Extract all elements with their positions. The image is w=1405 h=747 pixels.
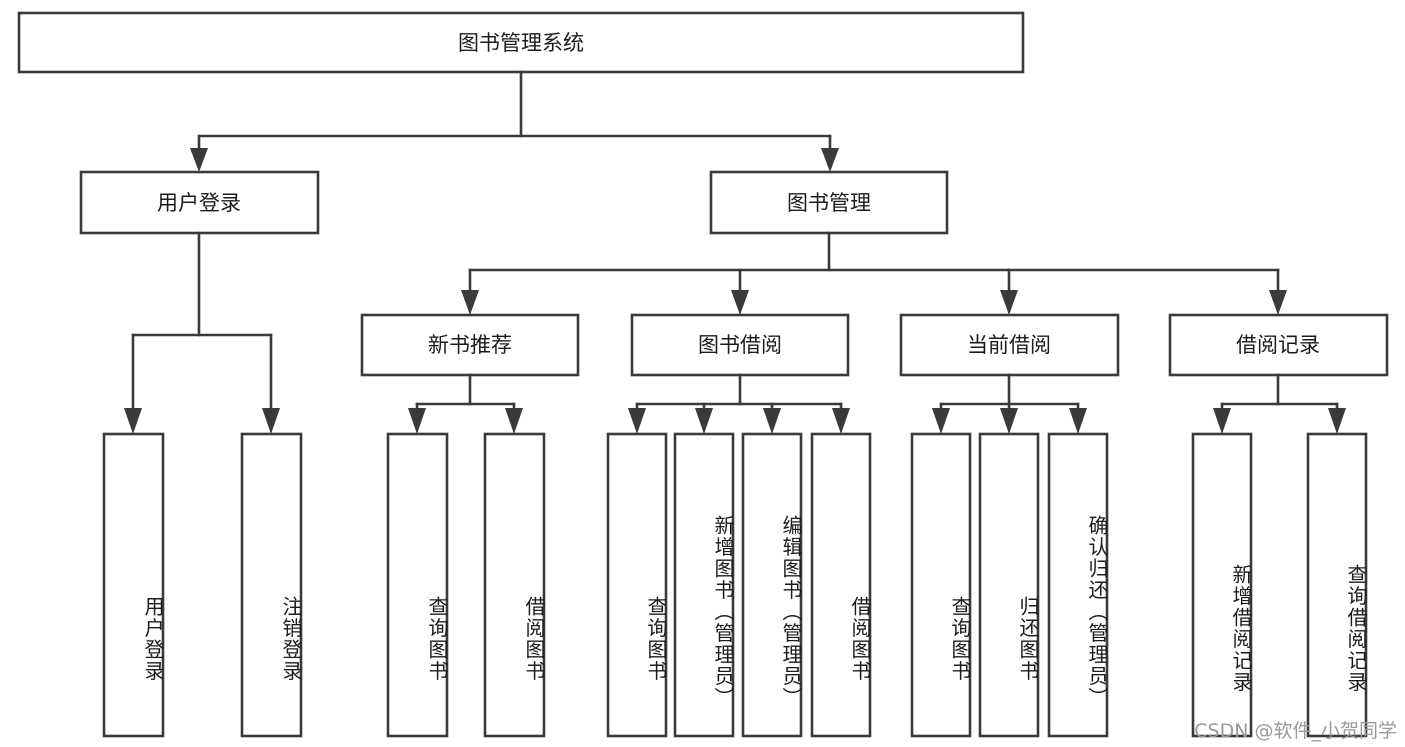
leaf-box-add-record[interactable] xyxy=(1191,432,1253,738)
user-login-node-label: 用户登录 xyxy=(157,191,241,215)
node-book-management[interactable]: 图书管理 xyxy=(709,170,949,235)
borrow-record-node-label: 借阅记录 xyxy=(1236,333,1320,357)
arrow-head-leaf-query-book-2 xyxy=(628,408,646,434)
arrow-head-leaf-query-record xyxy=(1328,408,1346,434)
arrow-head-borrow-record xyxy=(1269,290,1287,315)
node-new-book-recommend[interactable]: 新书推荐 xyxy=(360,313,580,377)
leaf-box-add-book[interactable] xyxy=(673,432,735,738)
leaf-box-query-book-1[interactable] xyxy=(386,432,449,738)
borrow-record-node-box[interactable] xyxy=(1168,313,1389,377)
arrow-head-leaf-return-book xyxy=(1000,408,1018,434)
book-borrow-node-box[interactable] xyxy=(630,313,850,377)
node-root-book-management-system[interactable]: 图书管理系统 xyxy=(17,11,1025,74)
leaf-box-logout-login[interactable] xyxy=(240,432,303,738)
leaf-box-return-book[interactable] xyxy=(978,432,1040,738)
arrow-head-leaf-query-book-3 xyxy=(932,408,950,434)
leaf-box-query-book-3[interactable] xyxy=(910,432,972,738)
leaf-box-query-record[interactable] xyxy=(1306,432,1368,738)
arrow-head-leaf-query-book-1 xyxy=(408,408,426,434)
leaf-box-borrow-book-2[interactable] xyxy=(810,432,872,738)
arrow-head-leaf-add-record xyxy=(1213,408,1231,434)
arrow-head-leaf-edit-book xyxy=(763,408,781,434)
root-node-label: 图书管理系统 xyxy=(458,31,584,55)
node-current-borrow[interactable]: 当前借阅 xyxy=(899,313,1120,377)
leaf-box-confirm-return[interactable] xyxy=(1047,432,1109,738)
leaf-box-query-book-2[interactable] xyxy=(606,432,668,738)
node-book-borrow[interactable]: 图书借阅 xyxy=(630,313,850,377)
arrow-head-leaf-add-book xyxy=(695,408,713,434)
node-borrow-record[interactable]: 借阅记录 xyxy=(1168,313,1389,377)
new-book-recommend-node-box[interactable] xyxy=(360,313,580,377)
leaf-box-user-login[interactable] xyxy=(102,432,165,738)
node-user-login[interactable]: 用户登录 xyxy=(79,170,320,235)
arrow-head-new-book-recommend xyxy=(461,290,479,315)
arrow-head-leaf-confirm-return xyxy=(1069,408,1087,434)
csdn-watermark: CSDN @软件_小贺同学 xyxy=(1194,720,1397,742)
new-book-recommend-node-label: 新书推荐 xyxy=(428,333,512,357)
arrow-head-leaf-logout-login xyxy=(262,408,280,434)
leaf-box-edit-book[interactable] xyxy=(741,432,803,738)
book-management-node-label: 图书管理 xyxy=(787,191,871,215)
current-borrow-node-box[interactable] xyxy=(899,313,1120,377)
book-management-node-box[interactable] xyxy=(709,170,949,235)
leaf-box-borrow-book-1[interactable] xyxy=(483,432,546,738)
arrow-head-leaf-user-login xyxy=(124,408,142,434)
arrow-head-book-management xyxy=(821,148,839,172)
arrow-head-current-borrow xyxy=(1000,290,1018,315)
arrow-head-leaf-borrow-book-1 xyxy=(505,408,523,434)
book-borrow-node-label: 图书借阅 xyxy=(698,333,782,357)
root-node-box[interactable] xyxy=(17,11,1025,74)
current-borrow-node-label: 当前借阅 xyxy=(967,333,1051,357)
arrow-head-book-borrow xyxy=(731,290,749,315)
arrow-head-user-login xyxy=(190,148,208,172)
arrow-head-leaf-borrow-book-2 xyxy=(832,408,850,434)
